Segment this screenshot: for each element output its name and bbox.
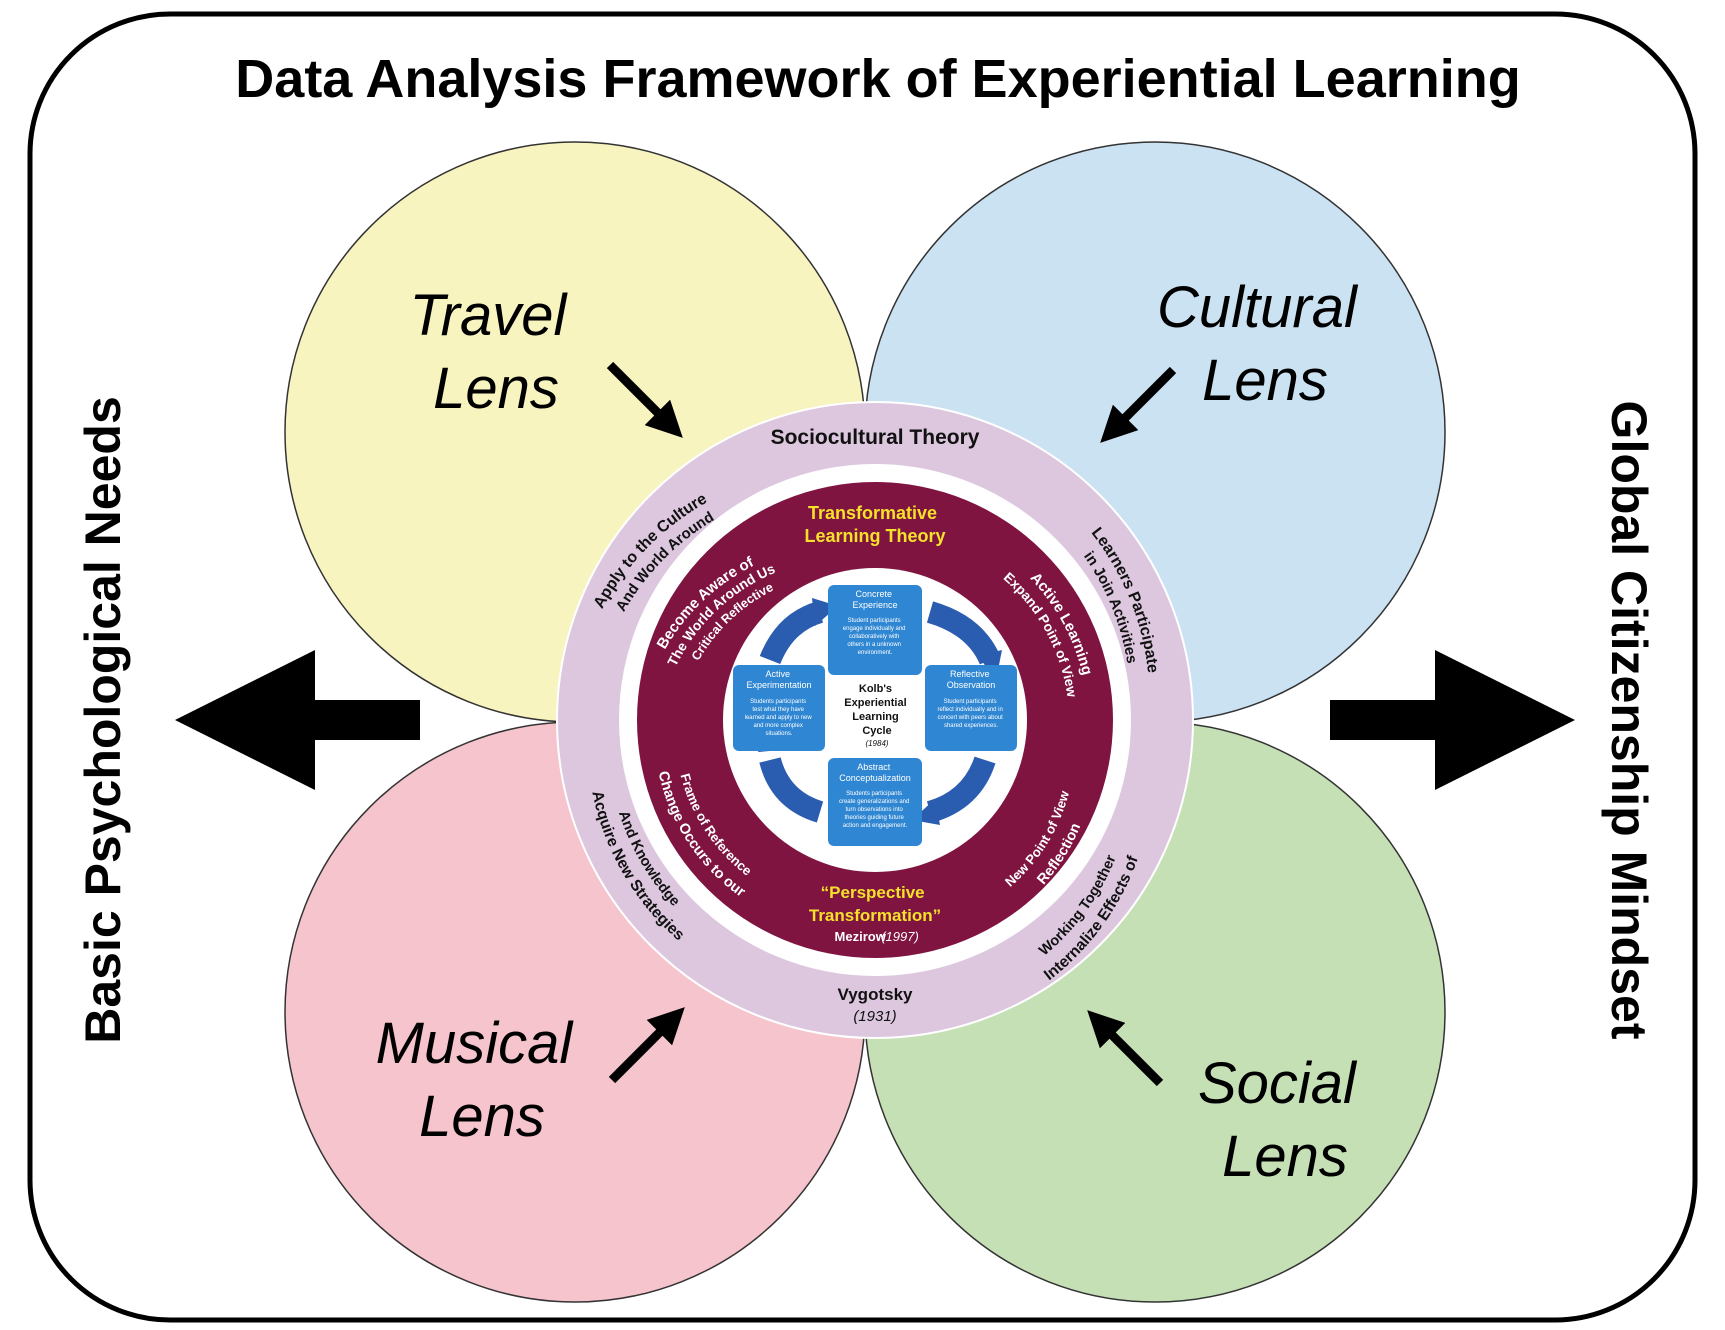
musical-lens-label: Musical Lens — [376, 1011, 589, 1149]
perspective-transformation-label: “Perspective Transformation” — [809, 883, 941, 925]
left-side-label: Basic Psychological Needs — [75, 396, 131, 1044]
sociocultural-theory-label: Sociocultural Theory — [771, 426, 980, 449]
svg-text:Reflective Observation: Reflective Observation — [947, 669, 996, 690]
abstract-conceptualization-box: Abstract Conceptualization Students part… — [828, 758, 922, 846]
travel-lens-label: Travel Lens — [410, 283, 583, 421]
right-arrow-icon — [1330, 650, 1575, 790]
cycle-arrow-active-to-concrete — [759, 601, 824, 665]
mezirow-label: Mezirow (1997) — [835, 929, 919, 944]
social-arrow — [1087, 1010, 1164, 1087]
svg-text:Abstract Conceptualizati: Abstract Conceptualization — [839, 762, 911, 783]
left-arrow-icon — [175, 650, 420, 790]
vygotsky-label: Vygotsky — [838, 985, 914, 1004]
svg-text:Student participants ref: Student participants reflect individuall… — [937, 699, 1004, 729]
transformative-learning-label: Transformative Learning Theory — [804, 503, 945, 546]
svg-text:Students participants te: Students participants test what they hav… — [745, 699, 814, 737]
right-side-label: Global Citizenship Mindset — [1601, 401, 1657, 1040]
cycle-arrow-abstract-to-active — [759, 756, 824, 823]
cycle-arrow-concrete-to-reflective — [926, 601, 1001, 665]
svg-text:Active Experimentation: Active Experimentation — [746, 669, 811, 690]
travel-arrow — [606, 361, 683, 438]
kolb-center-label: Kolb's Experiential Learning Cycle — [844, 683, 909, 737]
svg-text:Student participants eng: Student participants engage individually… — [843, 618, 907, 656]
cultural-arrow — [1100, 366, 1177, 443]
social-lens-label: Social Lens — [1198, 1051, 1372, 1189]
svg-text:Concrete Experience: Concrete Experience — [852, 589, 897, 610]
cultural-lens-label: Cultural Lens — [1157, 275, 1373, 413]
cycle-arrow-reflective-to-abstract — [926, 756, 996, 823]
page-title: Data Analysis Framework of Experiential … — [235, 49, 1520, 109]
active-experimentation-box: Active Experimentation Students particip… — [733, 665, 825, 751]
vygotsky-year: (1931) — [853, 1008, 896, 1025]
kolb-center-year: (1984) — [865, 739, 888, 748]
svg-text:Students participants cr: Students participants create generalizat… — [839, 791, 911, 829]
kolb-cycle-arrows — [759, 601, 1001, 823]
musical-arrow — [608, 1007, 685, 1084]
concrete-experience-box: Concrete Experience Student participants… — [828, 585, 922, 675]
reflective-observation-box: Reflective Observation Student participa… — [925, 665, 1017, 751]
